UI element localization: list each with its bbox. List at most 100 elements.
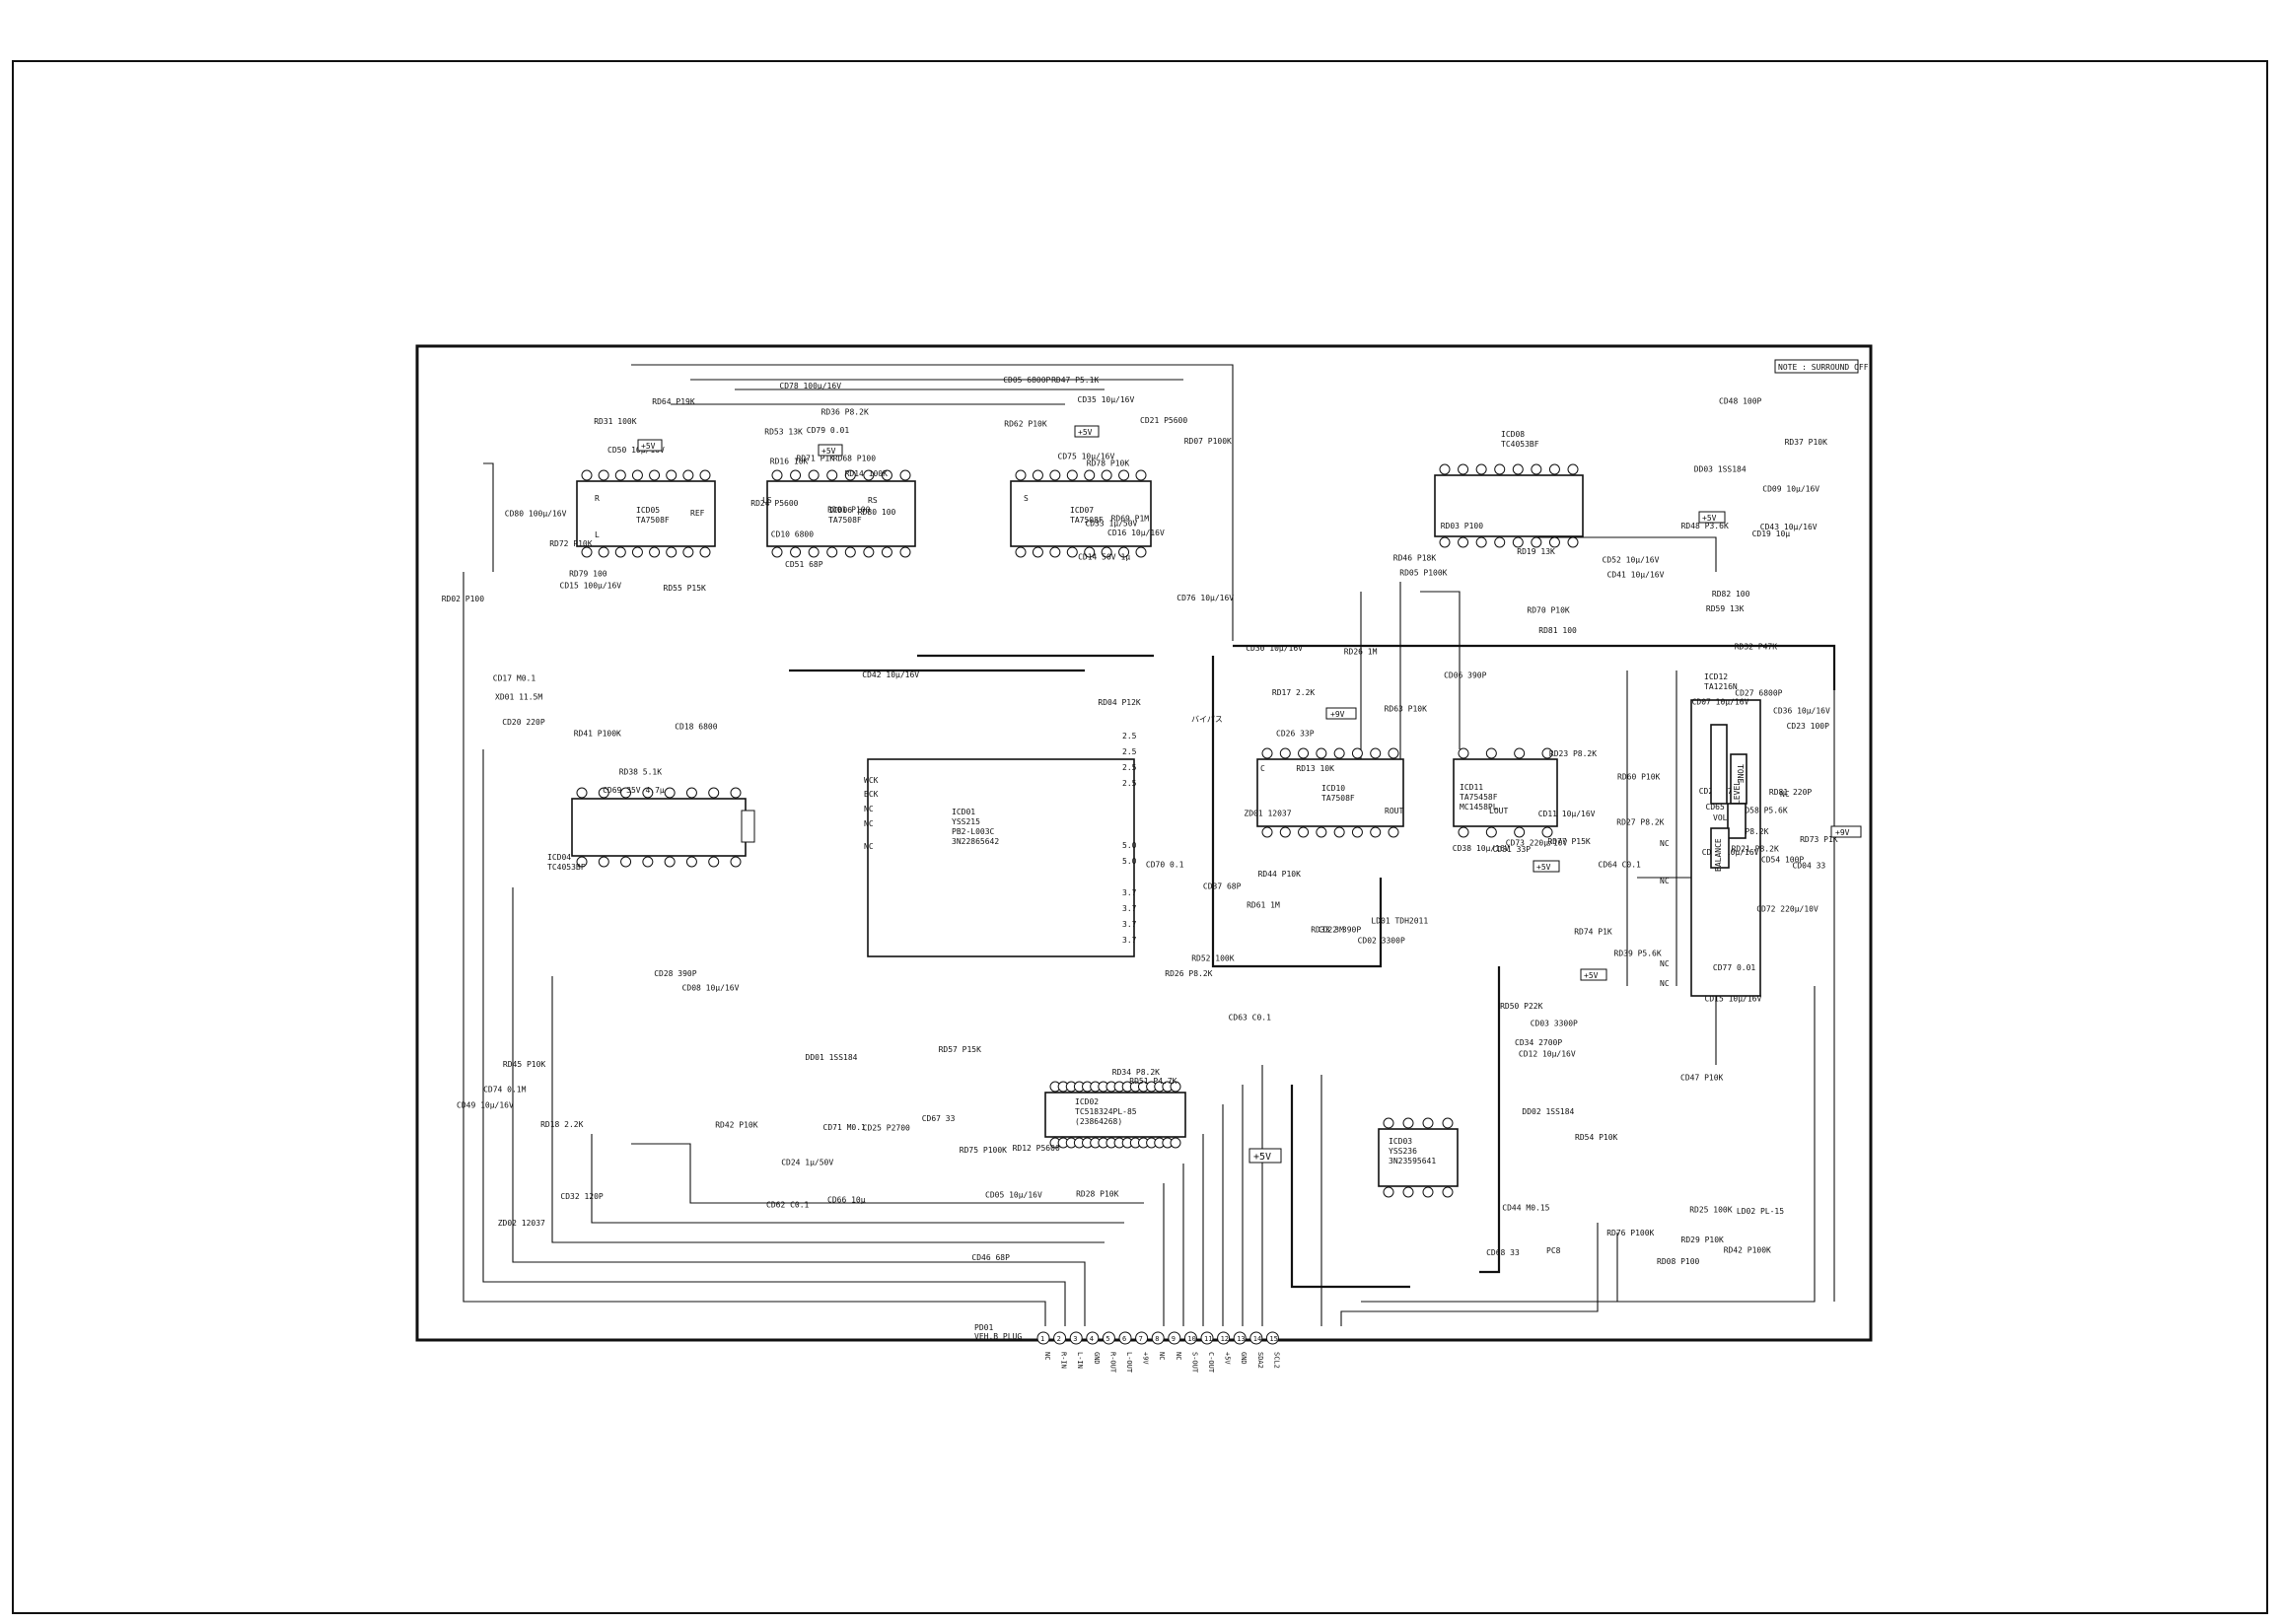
- svg-text:+5V: +5V: [821, 447, 836, 456]
- component-label: RD01 P100: [827, 506, 871, 515]
- component-label: RD23 P8.2K: [1549, 749, 1597, 758]
- ic-pin: [1135, 469, 1147, 481]
- ic-pin: [598, 546, 609, 558]
- ic-pin: [1049, 546, 1061, 558]
- component-label: CD03 3300P: [1531, 1019, 1578, 1027]
- component-label: RD21 P8.2K: [1732, 845, 1779, 854]
- component-label: CD72 220μ/10V: [1756, 905, 1818, 914]
- ic-body: [576, 480, 716, 547]
- component-label: RD34 P8.2K: [1112, 1068, 1160, 1077]
- ic-pin: [1475, 463, 1487, 475]
- ic-pin: [1316, 826, 1327, 838]
- ic-pin: [1170, 1137, 1181, 1149]
- connector-pin-label: SCL2: [1272, 1352, 1280, 1369]
- ic-pin: [1485, 747, 1497, 759]
- component-label: RD29 P10K: [1681, 1236, 1725, 1244]
- component-label: CD11 10μ/16V: [1538, 810, 1596, 818]
- component-label: RD68 P100: [833, 454, 877, 462]
- ic-pin: [1066, 546, 1078, 558]
- ic-pin: [899, 469, 911, 481]
- component-label: RD74 P1K: [1574, 928, 1612, 937]
- connector-pin: [1200, 1331, 1214, 1345]
- ic-pin: [1458, 747, 1469, 759]
- component-label: CD75 10μ/16V: [1058, 453, 1115, 461]
- component-label: RD41 P100K: [574, 730, 621, 739]
- ic-pin: [1422, 1117, 1434, 1129]
- page-frame: [12, 60, 2268, 1614]
- component-label: LD02 PL-15: [1737, 1207, 1784, 1216]
- connector-pin-number: 2: [1057, 1335, 1061, 1343]
- connector-pin-number: 7: [1139, 1335, 1143, 1343]
- connector-pin-label: GND: [1240, 1352, 1248, 1365]
- component-label: RD26 1M: [1344, 648, 1378, 657]
- connector-pin-label: NC: [1043, 1352, 1051, 1360]
- supply-tag-5v-a: +5V: [637, 439, 663, 452]
- component-label: RD27 P8.2K: [1616, 818, 1664, 827]
- component-label: RD16 10K: [770, 457, 809, 465]
- svg-text:R: R: [595, 494, 600, 503]
- svg-text:2.5: 2.5: [1122, 747, 1137, 756]
- component-label: CD66 10μ: [827, 1195, 866, 1204]
- ic-part: TC518324PL-85: [1075, 1107, 1137, 1116]
- component-label: CD09 10μ/16V: [1762, 484, 1819, 493]
- ic-part: YSS215: [952, 817, 980, 826]
- component-label: CD52 10μ/16V: [1603, 555, 1660, 564]
- ic-ref: ICD05: [636, 506, 660, 515]
- component-label: CD67 33: [922, 1114, 956, 1123]
- component-label: CD21 P5600: [1140, 416, 1187, 425]
- ic-pin: [1422, 1186, 1434, 1198]
- svg-text:NC: NC: [1660, 979, 1670, 988]
- ic-part: TA75458F: [1460, 793, 1498, 802]
- component-label: CD28 390P: [654, 969, 697, 978]
- connector-pin-label: SDA2: [1256, 1352, 1264, 1369]
- wiring: [463, 364, 1836, 1326]
- supply-tag-5v-b: +5V: [818, 444, 843, 457]
- ic-pin: [1015, 469, 1027, 481]
- ic-pin: [1298, 826, 1310, 838]
- component-label: DD02 1SS184: [1522, 1107, 1574, 1116]
- ic-ref: ICD06: [828, 506, 852, 515]
- supply-tag-5v-h: [741, 810, 755, 843]
- connector-pin-label: +5V: [1224, 1352, 1232, 1365]
- ic-pin: [1032, 469, 1043, 481]
- connector-pin: [1168, 1331, 1181, 1345]
- ic-pin: [614, 469, 626, 481]
- ic-pin: [1333, 826, 1345, 838]
- component-label: CD80 100μ/16V: [505, 509, 567, 518]
- ic-ref: ICD12: [1704, 672, 1728, 681]
- ic-pin: [730, 787, 742, 799]
- component-label: CD07 10μ/16V: [1692, 698, 1749, 707]
- component-label: RD45 P10K: [503, 1060, 546, 1069]
- component-label: CD20 220P: [502, 718, 545, 727]
- connector-pin-label: NC: [1175, 1352, 1182, 1360]
- ic-pin: [581, 546, 593, 558]
- svg-text:NC: NC: [1780, 790, 1790, 799]
- component-label: CD18 6800: [675, 723, 718, 732]
- svg-text:NC: NC: [1660, 839, 1670, 848]
- svg-text:LOUT: LOUT: [1489, 807, 1508, 815]
- component-label: RD07 P100K: [1184, 437, 1232, 446]
- supply-tag-5v-d: +5V: [1698, 511, 1726, 524]
- svg-text:LEVEL: LEVEL: [1733, 781, 1742, 805]
- ic-pin: [1118, 469, 1130, 481]
- connector-pin-number: 13: [1237, 1335, 1245, 1343]
- svg-text:2.5: 2.5: [1122, 779, 1137, 788]
- ic-pin: [631, 469, 643, 481]
- ic-pin: [844, 546, 856, 558]
- ic-ref: ICD01: [952, 808, 975, 816]
- component-label: RD26 P8.2K: [1165, 969, 1212, 978]
- svg-text:NC: NC: [864, 819, 874, 828]
- component-label: CD12 10μ/16V: [1519, 1050, 1576, 1059]
- connector-ref: PD01: [974, 1323, 993, 1332]
- component-label: CD31 33P: [1493, 845, 1532, 854]
- component-label: ZD01 12037: [1244, 810, 1291, 818]
- svg-text:2.5: 2.5: [1122, 732, 1137, 741]
- ic-pin: [1458, 536, 1469, 548]
- ic-pin: [708, 787, 720, 799]
